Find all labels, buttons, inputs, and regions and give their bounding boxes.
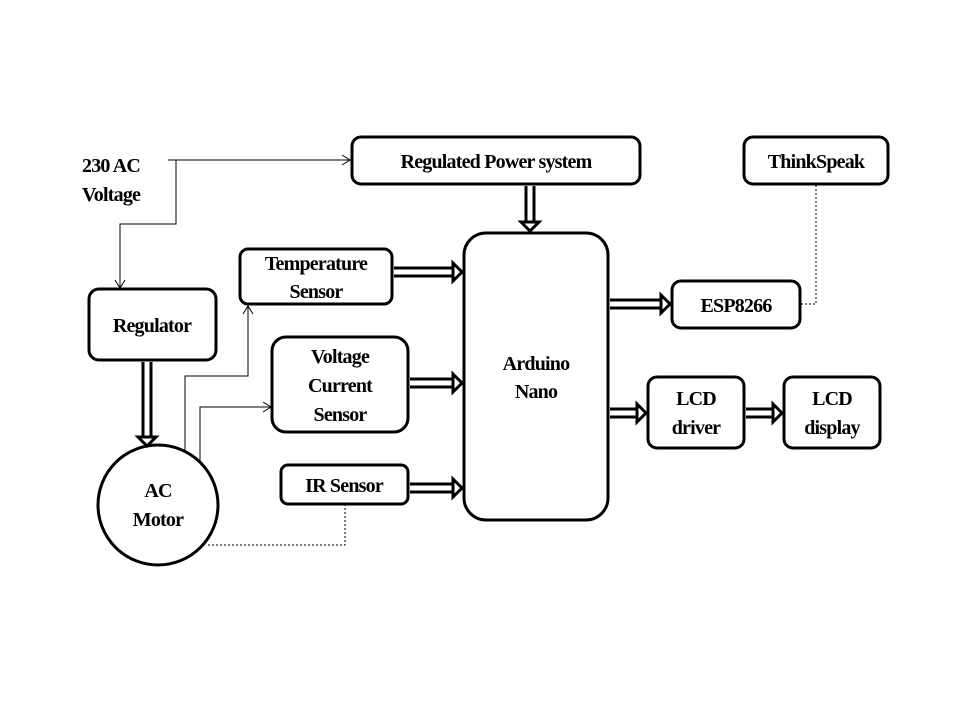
arrow-temperature-to-arduino: [394, 259, 465, 285]
block-lcd-driver: LCD driver: [646, 375, 746, 450]
bus-arrows: [134, 186, 785, 501]
arrowhead-to-power: [341, 154, 351, 166]
block-temperature-label-1: Temperature: [265, 253, 368, 275]
block-esp8266-box: [670, 279, 802, 330]
arrow-ir-to-arduino-head: [451, 475, 465, 501]
arrow-power-to-arduino-head: [517, 220, 543, 234]
ac-source-connections: [114, 154, 351, 289]
line-motor-to-temperature: [184, 306, 249, 450]
arrow-lcd-driver-to-display-head: [771, 400, 785, 426]
arrow-voltage-current-to-arduino: [410, 370, 465, 396]
arrow-lcd-driver-to-display: [746, 400, 785, 426]
line-ac-to-regulator: [119, 160, 177, 288]
arrow-power-to-arduino-shaft: [524, 186, 536, 222]
arrow-temperature-to-arduino-head: [451, 259, 465, 285]
block-ac-motor-circle: [96, 443, 220, 567]
block-ir-sensor-label: IR Sensor: [305, 475, 384, 497]
block-thinkspeak-box: [742, 135, 890, 186]
motor-sensor-connections: [184, 305, 346, 546]
block-regulator-box: [87, 287, 218, 362]
line-motor-to-ir: [208, 505, 346, 546]
arrow-arduino-to-lcd-driver: [610, 400, 649, 426]
block-ir-sensor-box: [279, 463, 410, 506]
block-temperature-label-2: Sensor: [290, 281, 344, 303]
block-lcd-display-box: [782, 375, 882, 450]
block-arduino-label-2: Nano: [515, 381, 558, 403]
block-ac-motor-label-1: AC: [144, 480, 171, 502]
block-temperature-sensor-box: [238, 247, 394, 306]
block-ac-motor: AC Motor: [96, 443, 220, 567]
block-voltage-current-label-3: Sensor: [314, 404, 368, 426]
input-label-line-2: Voltage: [82, 184, 141, 206]
arrow-arduino-to-lcd-driver-shaft: [610, 407, 637, 419]
block-esp8266: ESP8266: [670, 279, 802, 330]
block-regulated-power-box: [350, 135, 642, 186]
block-regulator-label: Regulator: [113, 315, 192, 337]
block-esp8266-label: ESP8266: [700, 295, 772, 317]
arrow-regulator-to-motor-shaft: [141, 362, 153, 437]
block-voltage-current-label-1: Voltage: [311, 346, 370, 368]
arrow-arduino-to-esp: [610, 291, 673, 317]
arrowhead-to-voltage-current: [262, 401, 272, 413]
block-ir-sensor: IR Sensor: [279, 463, 410, 506]
block-lcd-display-label-2: display: [804, 417, 860, 439]
block-ac-motor-label-2: Motor: [133, 509, 184, 531]
arrow-arduino-to-esp-head: [659, 291, 673, 317]
block-lcd-display: LCD display: [782, 375, 882, 450]
block-voltage-current-box: [270, 335, 410, 434]
block-regulated-power: Regulated Power system: [350, 135, 642, 186]
arrow-regulator-to-motor: [134, 362, 160, 449]
block-thinkspeak: ThinkSpeak: [742, 135, 890, 186]
arrow-voltage-current-to-arduino-head: [451, 370, 465, 396]
arrow-voltage-current-to-arduino-shaft: [410, 377, 453, 389]
block-regulator: Regulator: [87, 287, 218, 362]
block-voltage-current-sensor: Voltage Current Sensor: [270, 335, 410, 434]
block-lcd-driver-label-1: LCD: [676, 388, 716, 410]
block-lcd-display-label-1: LCD: [812, 388, 852, 410]
arrow-lcd-driver-to-display-shaft: [746, 407, 773, 419]
block-regulated-power-label: Regulated Power system: [401, 151, 593, 173]
block-thinkspeak-label: ThinkSpeak: [768, 151, 866, 173]
input-label-230ac: 230 AC Voltage: [82, 155, 142, 206]
arrow-arduino-to-esp-shaft: [610, 298, 661, 310]
block-arduino-label-1: Arduino: [503, 353, 570, 375]
line-motor-to-voltage-current: [199, 406, 271, 462]
block-lcd-driver-box: [646, 375, 746, 450]
input-label-line-1: 230 AC: [82, 155, 140, 177]
arrow-ir-to-arduino-shaft: [410, 482, 453, 494]
arrow-power-to-arduino: [517, 186, 543, 234]
arrowhead-to-temperature: [242, 305, 254, 315]
arrow-ir-to-arduino: [410, 475, 465, 501]
line-esp-to-thinkspeak: [801, 185, 817, 305]
arrow-temperature-to-arduino-shaft: [394, 266, 453, 278]
block-temperature-sensor: Temperature Sensor: [238, 247, 394, 306]
arrow-regulator-to-motor-head: [134, 435, 160, 449]
block-arduino-nano-box: [462, 231, 610, 522]
block-arduino-nano: Arduino Nano: [462, 231, 610, 522]
block-lcd-driver-label-2: driver: [672, 417, 721, 439]
arrow-arduino-to-lcd-driver-head: [635, 400, 649, 426]
block-voltage-current-label-2: Current: [308, 375, 373, 397]
